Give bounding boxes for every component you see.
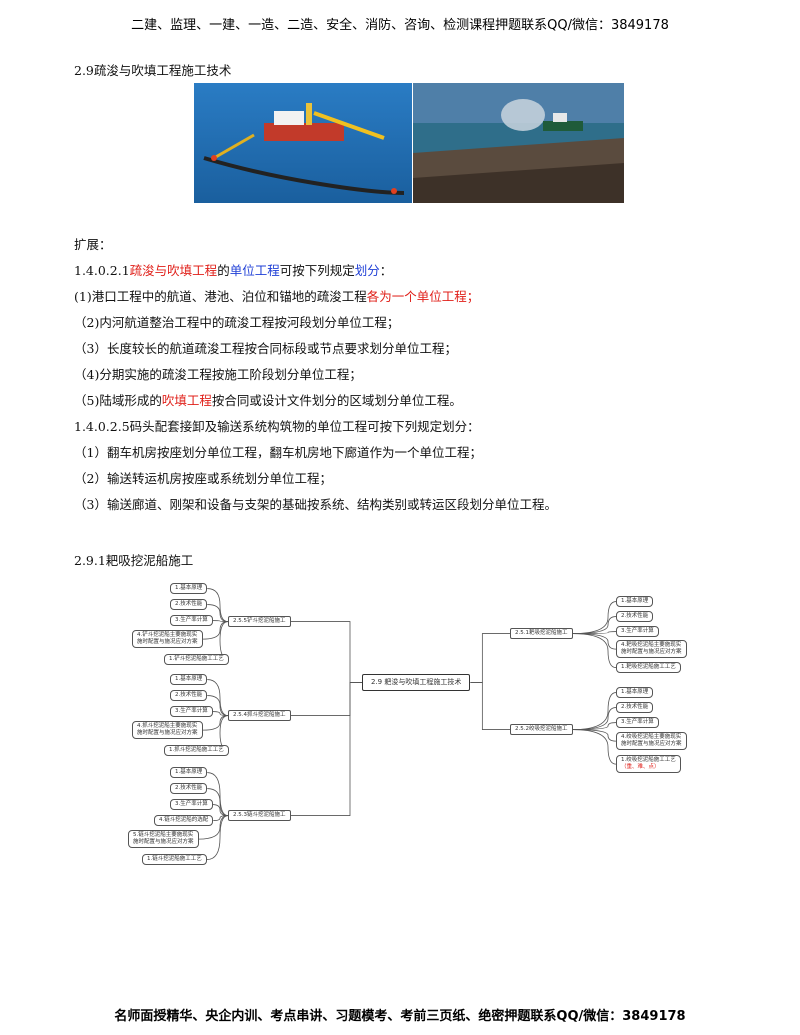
para-1-blue2: 划分 (354, 263, 380, 278)
list-item: （3）输送廊道、刚架和设备与支架的基础按系统、结构类别或转运区段划分单位工程。 (74, 497, 557, 512)
connector-line (572, 729, 617, 765)
mind-map-leaf: 1.基本原理 (170, 583, 208, 595)
connector-line (572, 631, 617, 634)
mind-map-leaf: 4.链斗挖泥船的选配 (154, 815, 214, 827)
list-item: （1）翻车机房按座划分单位工程，翻车机房地下廊道作为一个单位工程； (74, 445, 482, 460)
connector-line (290, 682, 362, 716)
mind-map-leaf: 2.技术性能 (616, 611, 654, 623)
mind-map-connectors (198, 588, 617, 860)
mind-map-leaf: 3.生产率计算 (170, 706, 213, 718)
para-1-end: ： (379, 263, 393, 278)
connector-line (572, 722, 617, 730)
mind-map-leaf: 1.基本原理 (170, 767, 208, 779)
mind-map-leaf: 2.技术性能 (616, 702, 654, 714)
mind-map-branch: 2.5.2绞吸挖泥船施工 (510, 724, 573, 736)
connector-line (207, 588, 229, 622)
mind-map-branch: 2.5.1耙吸挖泥船施工 (510, 628, 573, 640)
connector-line (572, 729, 617, 742)
reclamation-photo (413, 83, 624, 203)
mind-map-leaf: 1.基本原理 (616, 596, 654, 608)
expand-label: 扩展： (74, 237, 112, 252)
mind-map-leaf: 1.耙吸挖泥船施工工艺 (616, 662, 681, 674)
mind-map-leaf: 4.铲斗挖泥船主要施现实 施时配置与施况应对方案 (132, 630, 203, 649)
mind-map-branch: 2.5.3链斗挖泥船施工 (228, 810, 291, 822)
connector-line (572, 633, 617, 650)
connector-line (207, 788, 229, 816)
mind-map-leaf: 1.绞吸挖泥船施工工艺 （重、难、点） (616, 755, 681, 774)
connector-line (198, 815, 229, 840)
list-item-text: (1)港口工程中的航道、港池、泊位和锚地的疏浚工程 (74, 289, 367, 304)
para-1: 1.4.0.2.1疏浚与吹填工程的单位工程可按下列规定划分： (74, 260, 392, 279)
list-item-red: 吹填工程 (161, 393, 212, 408)
connector-line (202, 715, 229, 731)
mind-map-leaf: 4.抓斗挖泥船主要施现实 施时配置与施况应对方案 (132, 721, 203, 740)
list-item: （2)内河航道整治工程中的疏浚工程按河段划分单位工程； (74, 315, 400, 330)
list-item: （2）输送转运机房按座或系统划分单位工程； (74, 471, 332, 486)
para-1-mid: 的 (217, 263, 230, 278)
connector-line (572, 601, 617, 634)
mind-map-leaf: 3.生产率计算 (170, 799, 213, 811)
para-1-red: 疏浚与吹填工程 (129, 263, 218, 278)
dredger-photo (194, 83, 412, 203)
mind-map-leaf: 1.链斗挖泥船施工工艺 (142, 854, 207, 866)
list-item-red: 各为一个单位工程； (366, 289, 480, 304)
connector-line (290, 621, 362, 683)
mind-map-leaf: 3.生产率计算 (170, 615, 213, 627)
mind-map-leaf-text: 1.绞吸挖泥船施工工艺 (621, 757, 676, 763)
connector-line (213, 815, 229, 821)
list-item: （3）长度较长的航道疏浚工程按合同标段或节点要求划分单位工程； (74, 341, 457, 356)
mind-map-leaf: 2.技术性能 (170, 599, 208, 611)
list-item-text: 按合同或设计文件划分的区域划分单位工程。 (211, 393, 462, 408)
page-header: 二建、监理、一建、一造、二造、安全、消防、咨询、检测课程押题联系QQ/微信：38… (131, 18, 669, 33)
mind-map-leaf: 4.耙吸挖泥船主要施现实 施时配置与施况应对方案 (616, 640, 687, 659)
para-1-mid2: 可按下列规定 (279, 263, 355, 278)
connector-line (470, 633, 510, 683)
connector-line (572, 707, 617, 730)
connector-line (212, 711, 229, 716)
mind-map-branch: 2.5.4抓斗挖泥船施工 (228, 710, 291, 722)
section-title: 2.9疏浚与吹填工程施工技术 (74, 63, 232, 78)
mind-map-leaf: 1.基本原理 (170, 674, 208, 686)
mind-map-leaf-note: （重、难、点） (621, 764, 660, 771)
section2-title: 2.9.1耙吸挖泥船施工 (74, 553, 194, 568)
para-1-blue1: 单位工程 (229, 263, 280, 278)
connector-line (207, 604, 229, 622)
connector-line (572, 692, 617, 730)
connector-line (202, 621, 229, 640)
connector-line (212, 804, 229, 816)
list-item: （4)分期实施的疏浚工程按施工阶段划分单位工程； (74, 367, 362, 382)
list-item-text: （5)陆域形成的 (74, 393, 162, 408)
list-item: (1)港口工程中的航道、港池、泊位和锚地的疏浚工程各为一个单位工程； (74, 286, 479, 305)
connector-line (206, 815, 229, 860)
mind-map-leaf: 1.铲斗挖泥船施工工艺 (164, 654, 229, 666)
connector-line (207, 772, 229, 816)
mind-map-leaf: 1.抓斗挖泥船施工工艺 (164, 745, 229, 757)
connector-line (212, 620, 229, 622)
mind-map: 2.9 耙浚与吹填工程施工技术 2.5.5铲斗挖泥船施工 1.基本原理 2.技术… (120, 570, 687, 870)
para-2: 1.4.0.2.5码头配套接卸及输送系统构筑物的单位工程可按下列规定划分： (74, 419, 480, 434)
para-1-prefix: 1.4.0.2.1 (74, 263, 130, 278)
mind-map-branch: 2.5.5铲斗挖泥船施工 (228, 616, 291, 628)
connector-line (572, 633, 617, 668)
page-footer: 名师面授精华、央企内训、考点串讲、习题模考、考前三页纸、绝密押题联系QQ/微信：… (114, 1009, 686, 1024)
connector-line (207, 679, 229, 716)
connector-line (290, 682, 362, 816)
mind-map-leaf: 1.基本原理 (616, 687, 654, 699)
mind-map-leaf: 5.链斗挖泥船主要施现实 施时配置与施况应对方案 (128, 830, 199, 849)
mind-map-leaf: 2.技术性能 (170, 690, 208, 702)
connector-line (207, 695, 229, 716)
connector-line (470, 682, 510, 730)
connector-line (572, 616, 617, 634)
list-item: （5)陆域形成的吹填工程按合同或设计文件划分的区域划分单位工程。 (74, 390, 462, 409)
mind-map-leaf: 4.绞吸挖泥船主要施现实 施时配置与施况应对方案 (616, 732, 687, 751)
mind-map-leaf: 3.生产率计算 (616, 717, 659, 729)
photo-strip (194, 83, 624, 203)
mind-map-leaf: 3.生产率计算 (616, 626, 659, 638)
mind-map-leaf: 2.技术性能 (170, 783, 208, 795)
mind-map-center-node: 2.9 耙浚与吹填工程施工技术 (362, 674, 471, 692)
